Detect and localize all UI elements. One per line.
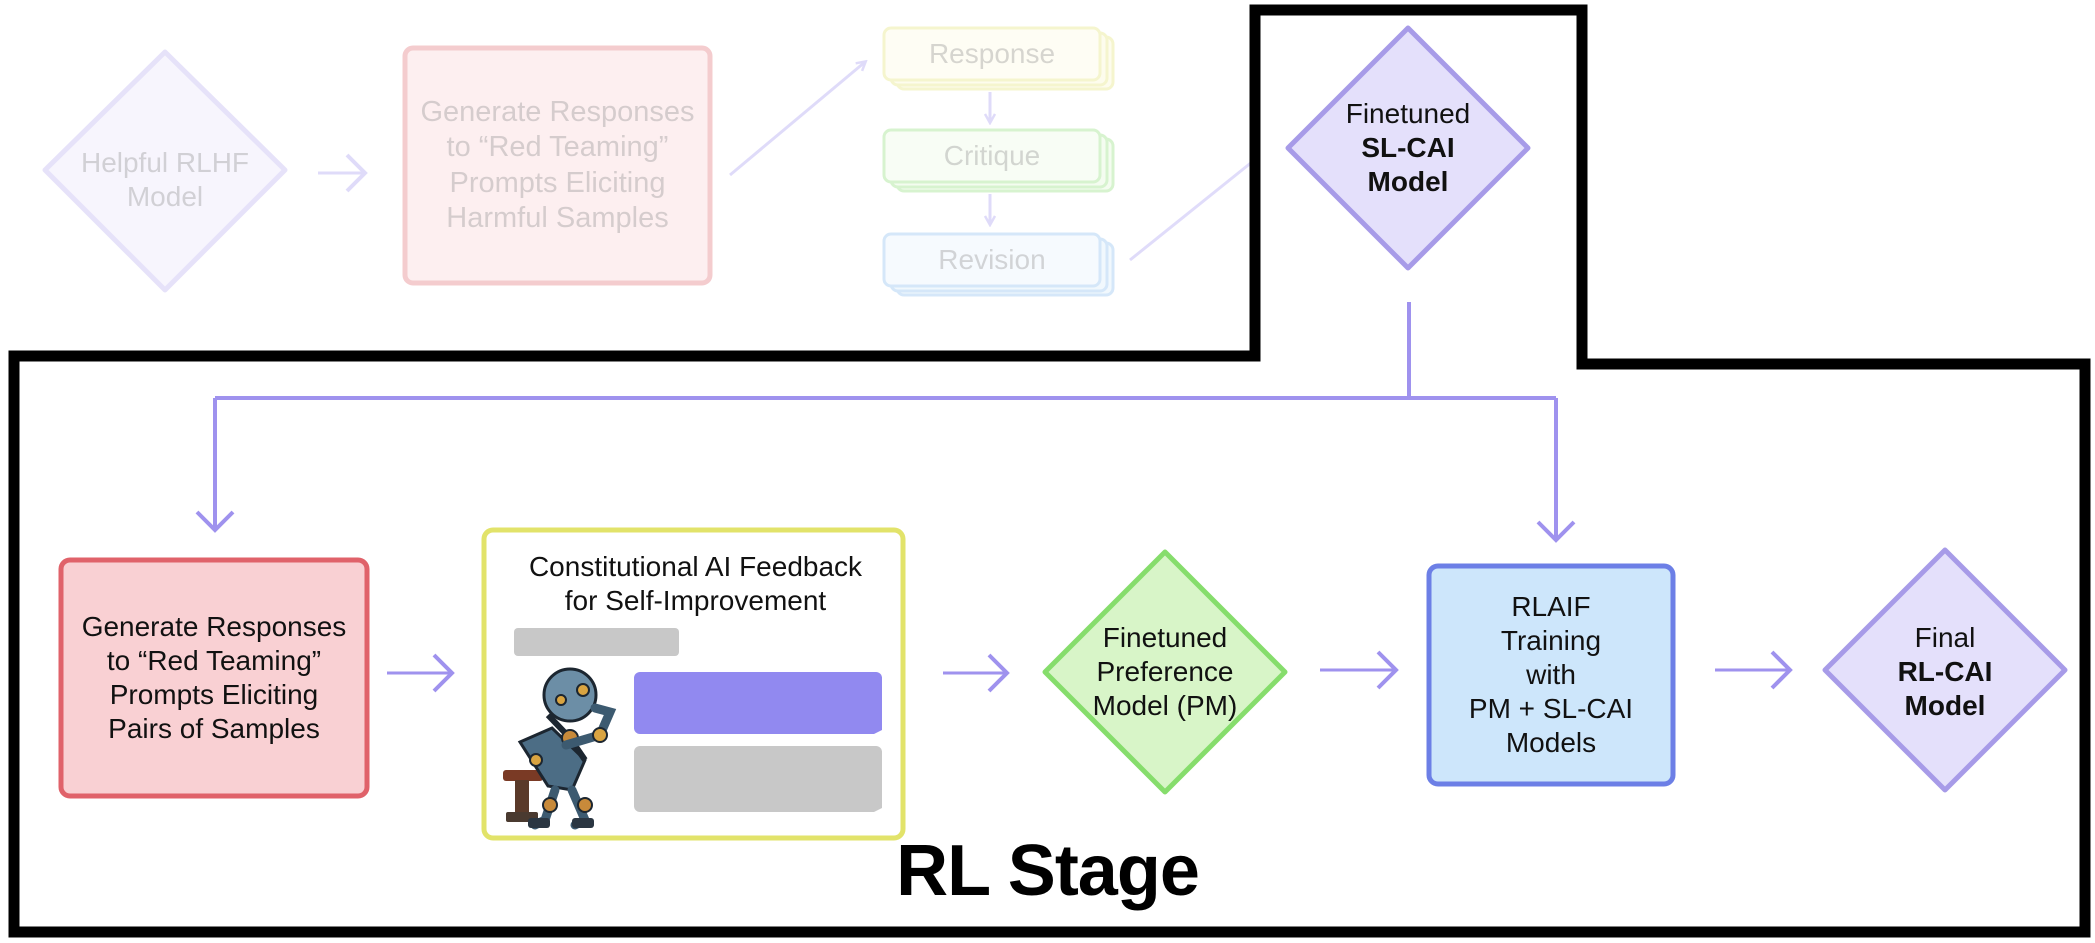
revision-label: Revision [938, 243, 1046, 275]
sl-cai-model-label: Finetuned SL-CAI Model [1300, 88, 1516, 208]
final-rl-cai-diamond [1822, 547, 2068, 793]
generate-harmful-line1: Generate Responses [420, 95, 695, 128]
cai-feedback-line2: for Self-Improvement [564, 585, 827, 616]
critique-stack-back [895, 137, 1115, 193]
sl-cai-line2: SL-CAI [1361, 131, 1455, 163]
sl-cai-model-diamond [1285, 25, 1531, 271]
final-line1: Final [1914, 621, 1976, 653]
rlaif-box [1426, 563, 1676, 787]
chat-bubble-purple [634, 672, 882, 734]
sl-stage-faded [42, 26, 1253, 297]
final-line2: RL-CAI [1897, 655, 1993, 687]
arrow-generate-to-response [729, 62, 865, 177]
generate-harmful-line2: to “Red Teaming” [446, 131, 669, 164]
preference-model-diamond [1042, 549, 1288, 795]
cai-feedback-title: Constitutional AI Feedback for Self-Impr… [488, 544, 903, 624]
rl-stage-title: RL Stage [896, 831, 1200, 911]
rlaif-line4: PM + SL-CAI [1468, 693, 1634, 725]
generate-pairs-label: Generate Responses to “Red Teaming” Prom… [61, 560, 367, 796]
sl-cai-line1: Finetuned [1345, 97, 1471, 129]
response-card [882, 26, 1102, 82]
critique-card [882, 128, 1102, 184]
rl-stage-outline [8, 4, 2091, 938]
response-label: Response [928, 37, 1056, 69]
revision-card [882, 232, 1102, 288]
generate-pairs-line2: to “Red Teaming” [106, 644, 322, 676]
rlaif-line2: Training [1500, 624, 1602, 656]
generate-pairs-line4: Pairs of Samples [108, 713, 320, 745]
critique-label: Critique [943, 139, 1041, 171]
rlaif-line3: with [1526, 658, 1576, 690]
pm-line1: Finetuned [1102, 621, 1228, 653]
revision-stack-mid [889, 237, 1109, 293]
helpful-model-line2: Model [126, 181, 204, 212]
final-rl-cai-label: Final RL-CAI Model [1840, 612, 2050, 732]
rlaif-label: RLAIF Training with PM + SL-CAI Models [1429, 566, 1673, 784]
cai-feedback-line1: Constitutional AI Feedback [528, 550, 863, 582]
generate-harmful-box [402, 45, 713, 286]
helpful-rlhf-model-diamond [42, 49, 288, 293]
generate-harmful-label: Generate Responses to “Red Teaming” Prom… [405, 48, 710, 283]
helpful-rlhf-model-label: Helpful RLHF Model [45, 140, 285, 220]
rlaif-line1: RLAIF [1511, 590, 1591, 622]
critique-stack-mid [889, 133, 1109, 189]
generate-pairs-box [58, 557, 370, 799]
generate-harmful-line3: Prompts Eliciting [449, 166, 666, 199]
final-line3: Model [1904, 690, 1986, 722]
response-stack-back [895, 35, 1115, 91]
pm-line3: Model (PM) [1092, 690, 1238, 722]
preference-model-label: Finetuned Preference Model (PM) [1055, 612, 1275, 732]
revision-stack-back [895, 241, 1115, 297]
sl-cai-line3: Model [1367, 166, 1449, 198]
arrow-revision-to-slcai [1129, 160, 1253, 262]
generate-pairs-line3: Prompts Eliciting [109, 679, 319, 710]
response-stack-mid [889, 31, 1109, 87]
generate-harmful-line4: Harmful Samples [446, 201, 669, 234]
generate-pairs-line1: Generate Responses [81, 610, 347, 642]
chat-bubble-gray-top [514, 628, 679, 656]
pm-line2: Preference [1096, 655, 1234, 687]
chat-bubble-gray-bottom [634, 746, 882, 812]
thinker-robot-illustration [503, 667, 617, 830]
rlaif-line5: Models [1505, 727, 1597, 759]
helpful-model-line1: Helpful RLHF [80, 146, 250, 178]
